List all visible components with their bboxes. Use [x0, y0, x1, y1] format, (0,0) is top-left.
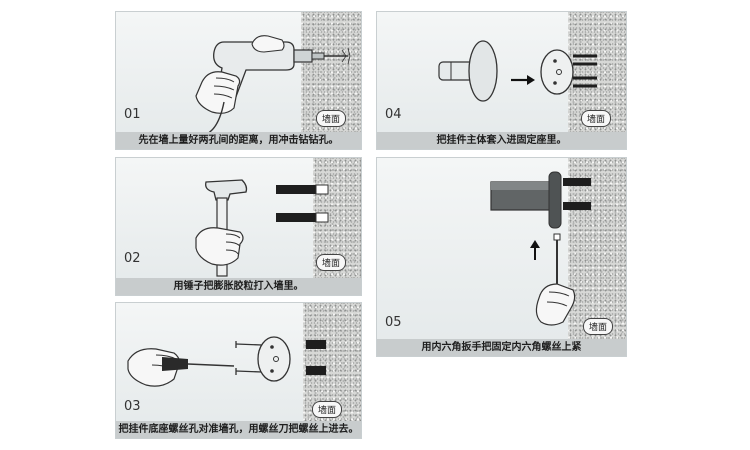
wall-surface — [301, 12, 361, 149]
step-number: 01 — [124, 107, 141, 122]
wall-surface — [313, 158, 361, 295]
drill-illustration — [195, 35, 351, 139]
wall-surface — [568, 158, 626, 356]
wall-label: 墙面 — [581, 110, 612, 127]
step-panel-02: 02 墙面 用锤子把膨胀胶粒打入墙里。 — [115, 157, 362, 296]
hammer-illustration — [195, 179, 329, 277]
step-caption: 先在墙上量好两孔间的距离，用冲击钻钻孔。 — [116, 132, 361, 149]
step-caption: 把挂件底座螺丝孔对准墙孔，用螺丝刀把螺丝上进去。 — [116, 421, 361, 438]
step-number: 03 — [124, 399, 141, 414]
step-caption: 把挂件主体套入进固定座里。 — [377, 132, 626, 149]
step-caption: 用内六角扳手把固定内六角螺丝上紧 — [377, 339, 626, 356]
wall-label: 墙面 — [583, 318, 614, 335]
hex-key-illustration — [490, 171, 591, 326]
step-panel-05: 05 墙面 用内六角扳手把固定内六角螺丝上紧 — [376, 157, 627, 357]
wall-label: 墙面 — [316, 254, 347, 271]
step-panel-01: 01 墙面 先在墙上量好两孔间的距离，用冲击钻钻孔。 — [115, 11, 362, 150]
step-number: 04 — [385, 107, 402, 122]
screwdriver-illustration — [127, 336, 326, 387]
step-panel-03: 03 墙面 把挂件底座螺丝孔对准墙孔，用螺丝刀把螺丝上进去。 — [115, 302, 362, 439]
wall-label: 墙面 — [316, 110, 347, 127]
step-number: 05 — [385, 315, 402, 330]
wall-label: 墙面 — [312, 401, 343, 418]
step-panel-04: 04 墙面 把挂件主体套入进固定座里。 — [376, 11, 627, 150]
mount-illustration — [438, 40, 597, 102]
step-caption: 用锤子把膨胀胶粒打入墙里。 — [116, 278, 361, 295]
step-number: 02 — [124, 251, 141, 266]
